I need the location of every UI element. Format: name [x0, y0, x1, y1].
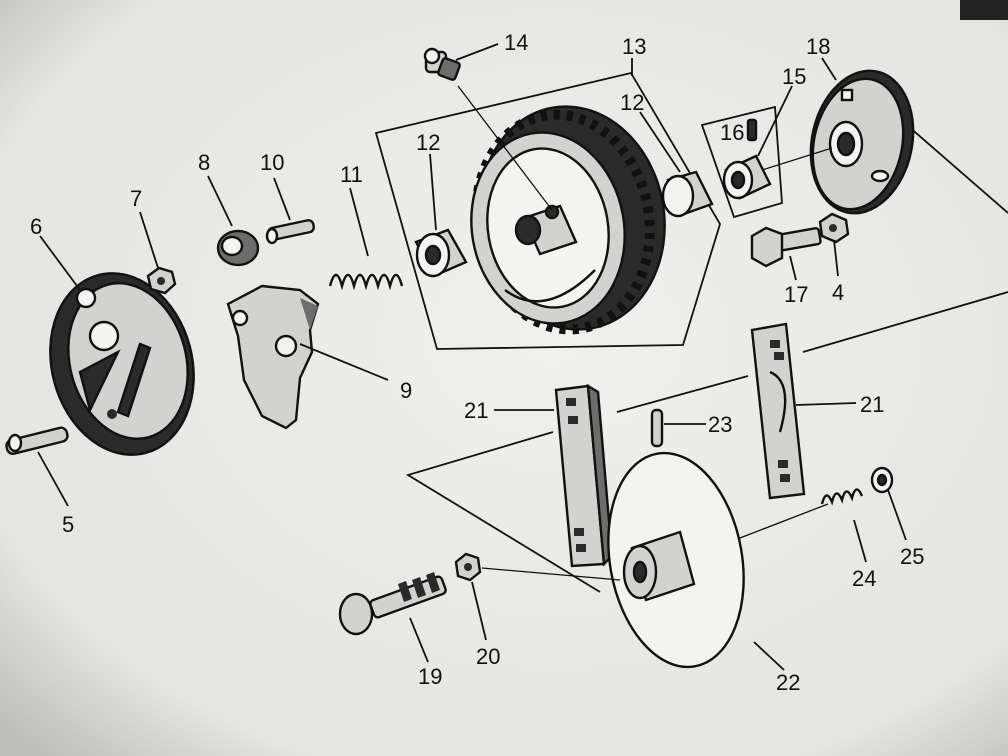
part-18-cover-plate	[809, 69, 915, 215]
part-14-grease-nipple	[423, 47, 461, 81]
part-6-cam-plate	[49, 272, 195, 456]
part-12-bushing-right	[661, 170, 714, 218]
frame-line-left-lower	[405, 431, 601, 593]
label-16: 16	[720, 120, 744, 145]
screen-bezel-corner	[960, 0, 1008, 20]
part-23-pin	[650, 408, 664, 448]
leader-24-axis	[739, 503, 829, 539]
leader-19-axis	[481, 567, 621, 581]
part-20-nut	[454, 552, 482, 582]
part-15-16-pin-collar	[722, 118, 772, 200]
label-5: 5	[62, 512, 74, 537]
label-21-left: 21	[464, 398, 488, 423]
label-21-right: 21	[860, 392, 884, 417]
part-7-nut	[146, 266, 177, 295]
label-22: 22	[776, 670, 800, 695]
part-5-pin	[5, 426, 69, 455]
pin-assembly-frame	[700, 105, 783, 219]
label-20: 20	[476, 644, 500, 669]
leader-shaft-right	[761, 147, 833, 171]
label-10: 10	[260, 150, 284, 175]
part-10-pin	[265, 219, 316, 245]
label-8: 8	[198, 150, 210, 175]
part-21-plate-left	[554, 383, 614, 568]
label-19: 19	[418, 664, 442, 689]
part-4-nut	[818, 212, 850, 244]
part-21-plate-right	[750, 322, 806, 500]
part-12-bushing-left	[414, 228, 468, 278]
label-17: 17	[784, 282, 808, 307]
label-23: 23	[708, 412, 732, 437]
label-4: 4	[832, 280, 844, 305]
part-17-bolt	[750, 226, 822, 268]
label-25: 25	[900, 544, 924, 569]
part-11-spring	[328, 273, 404, 291]
leader-14-axis	[457, 85, 553, 211]
label-12-left: 12	[416, 130, 440, 155]
frame-line-mid	[616, 375, 749, 413]
leader-lines	[37, 43, 907, 671]
frame-line-right-lower	[802, 291, 1008, 353]
part-19-bolt	[338, 572, 447, 636]
label-9: 9	[400, 378, 412, 403]
part-8-washer	[216, 229, 260, 267]
part-13-timing-gear	[470, 105, 666, 335]
label-24: 24	[852, 566, 876, 591]
part-9-lever	[226, 284, 320, 430]
part-24-spring	[820, 488, 864, 506]
part-25-washer	[870, 466, 894, 494]
label-18: 18	[806, 34, 830, 59]
frame-line-right	[907, 125, 1008, 214]
label-13: 13	[622, 34, 646, 59]
label-6: 6	[30, 214, 42, 239]
label-14: 14	[504, 30, 528, 55]
gear-assembly-frame	[374, 71, 721, 350]
label-7: 7	[130, 186, 142, 211]
part-22-disc	[607, 451, 745, 669]
label-11: 11	[340, 162, 363, 187]
label-15: 15	[782, 64, 806, 89]
label-12-right: 12	[620, 90, 644, 115]
